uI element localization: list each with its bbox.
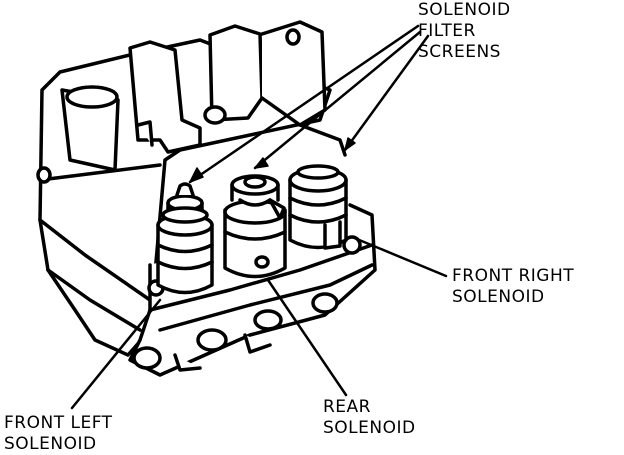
label-line: FILTER xyxy=(418,21,476,41)
label-line: SOLENOID xyxy=(323,418,416,438)
label-line: SCREENS xyxy=(418,42,501,62)
label-line: SOLENOID xyxy=(418,0,511,20)
label-line: SOLENOID xyxy=(452,287,545,307)
left-tower xyxy=(36,40,202,184)
solenoid-filter-screens-label: SOLENOID FILTER SCREENS xyxy=(418,0,511,63)
arrowheads xyxy=(189,137,356,183)
front-left-solenoid xyxy=(156,182,214,295)
front-right-solenoid-label: FRONT RIGHT SOLENOID xyxy=(452,266,574,308)
front-right-solenoid xyxy=(288,164,348,250)
base-manifold xyxy=(128,203,377,377)
rear-solenoid xyxy=(223,174,287,279)
label-line: FRONT RIGHT xyxy=(452,266,575,286)
leader-lines xyxy=(70,24,448,410)
rear-solenoid-label: REAR SOLENOID xyxy=(323,397,416,439)
label-line: FRONT LEFT xyxy=(4,413,113,433)
front-left-solenoid-label: FRONT LEFT SOLENOID xyxy=(4,413,113,455)
label-line: REAR xyxy=(323,397,371,417)
label-line: SOLENOID xyxy=(4,434,97,454)
